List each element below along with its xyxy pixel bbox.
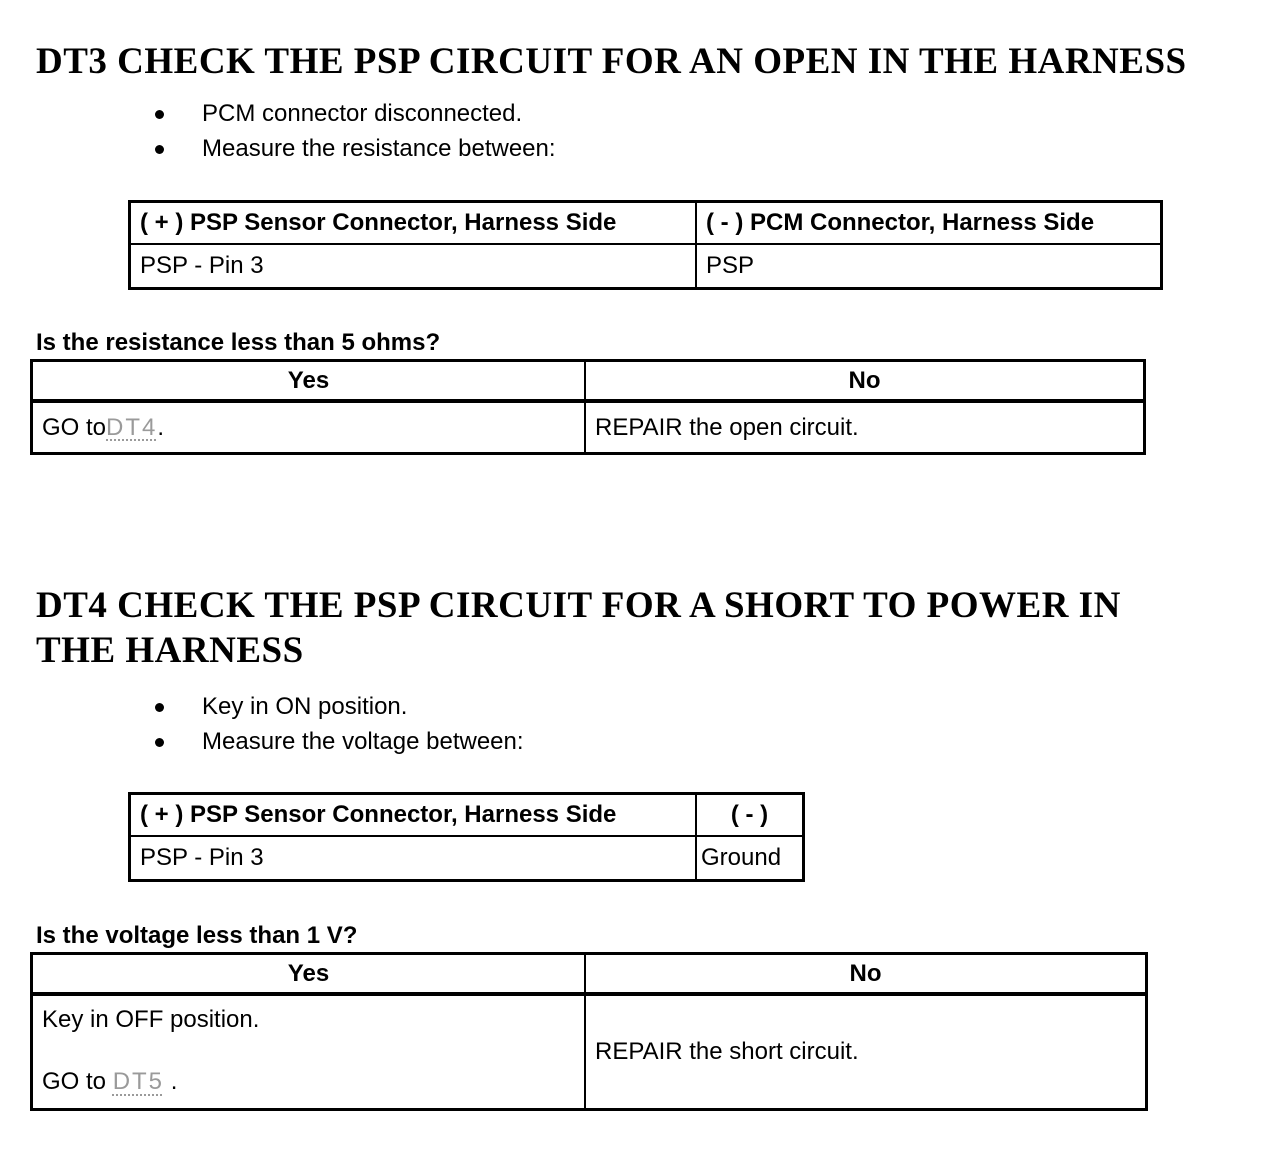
no-action-cell: REPAIR the short circuit. (595, 1038, 859, 1065)
dt3-section-title: DT3 CHECK THE PSP CIRCUIT FOR AN OPEN IN… (36, 40, 1187, 82)
bullet-icon (155, 738, 164, 747)
yes-action-cell: Key in OFF position. GO to DT5 . (33, 996, 586, 1108)
table-cell: PSP - Pin 3 (131, 245, 697, 287)
dt3-decision-table: Yes No GO to DT4 . REPAIR the open circu… (30, 359, 1146, 455)
period-text: . (164, 1068, 178, 1095)
key-off-text: Key in OFF position. (42, 1006, 260, 1033)
no-action-cell: REPAIR the open circuit. (595, 413, 859, 441)
dt4-question: Is the voltage less than 1 V? (36, 922, 358, 949)
table-cell: PSP (706, 252, 755, 279)
table-cell: Ground (701, 844, 782, 871)
bullet-icon (155, 703, 164, 712)
table-cell: PSP - Pin 3 (131, 837, 697, 879)
list-item: PCM connector disconnected. (155, 101, 556, 127)
bullet-icon (155, 110, 164, 119)
table-header-cell: ( - ) PCM Connector, Harness Side (697, 203, 1160, 245)
bullet-text: PCM connector disconnected. (202, 100, 523, 127)
dt4-link[interactable]: DT4 (106, 413, 158, 441)
bullet-text: Key in ON position. (202, 693, 408, 720)
go-to-line: GO to DT5 . (42, 1068, 177, 1096)
list-item: Measure the voltage between: (155, 729, 524, 755)
table-header-cell: ( + ) PSP Sensor Connector, Harness Side (131, 203, 697, 245)
dt4-bullet-list: Key in ON position. Measure the voltage … (155, 694, 524, 764)
dt3-measure-table: ( + ) PSP Sensor Connector, Harness Side… (128, 200, 1163, 290)
dt4-measure-table: ( + ) PSP Sensor Connector, Harness Side… (128, 792, 805, 882)
bullet-text: Measure the resistance between: (202, 135, 556, 162)
go-to-text: GO to (42, 1068, 113, 1095)
table-header-cell: ( + ) PSP Sensor Connector, Harness Side (131, 795, 697, 837)
dt4-section-title: DT4 CHECK THE PSP CIRCUIT FOR A SHORT TO… (36, 584, 1121, 671)
yes-header-cell: Yes (33, 955, 586, 996)
dt4-decision-table: Yes No Key in OFF position. GO to DT5 . … (30, 952, 1148, 1111)
bullet-icon (155, 145, 164, 154)
no-header-cell: No (586, 955, 1145, 996)
yes-header-cell: Yes (33, 362, 586, 403)
dt5-link[interactable]: DT5 (112, 1068, 165, 1095)
no-header-cell: No (586, 362, 1143, 403)
yes-action-cell: GO to DT4 . (33, 403, 586, 452)
table-header-cell: ( - ) (697, 795, 802, 837)
go-to-text: GO to (42, 413, 107, 441)
dt3-question: Is the resistance less than 5 ohms? (36, 329, 441, 356)
dt3-bullet-list: PCM connector disconnected. Measure the … (155, 101, 556, 171)
list-item: Measure the resistance between: (155, 136, 556, 162)
bullet-text: Measure the voltage between: (202, 728, 524, 755)
list-item: Key in ON position. (155, 694, 524, 720)
period-text: . (157, 413, 165, 441)
